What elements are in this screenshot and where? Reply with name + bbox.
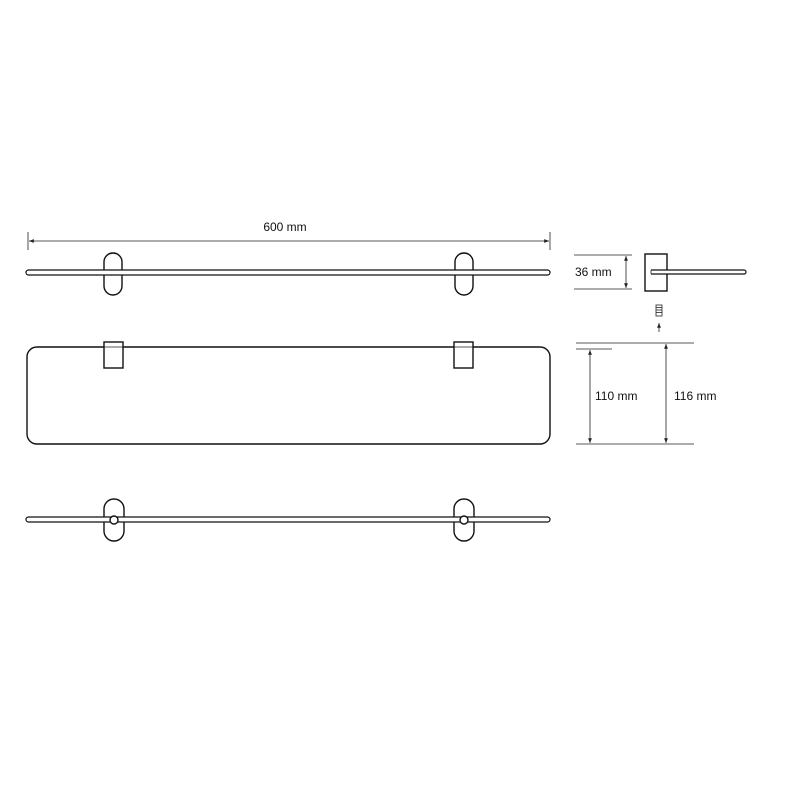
side-view: 36 mm 110 mm 116 mm — [574, 253, 747, 445]
bracket-left-plan — [103, 341, 124, 369]
screw-hole-right — [459, 515, 469, 525]
bottom-view — [25, 498, 551, 542]
glass-side-edge — [651, 269, 747, 275]
bracket-right-plan — [453, 341, 474, 369]
glass-edge-bottom — [25, 516, 551, 523]
bracket-height-label: 36 mm — [575, 265, 612, 279]
screw-hole-left — [109, 515, 119, 525]
glass-shelf-plan — [26, 346, 551, 445]
screw-icon — [655, 304, 663, 317]
width-label: 600 mm — [263, 220, 306, 234]
total-depth-label: 116 mm — [674, 389, 716, 403]
plan-view — [26, 341, 551, 445]
glass-edge-front — [25, 269, 551, 276]
glass-depth-label: 110 mm — [595, 389, 637, 403]
front-view: 600 mm — [25, 220, 551, 296]
